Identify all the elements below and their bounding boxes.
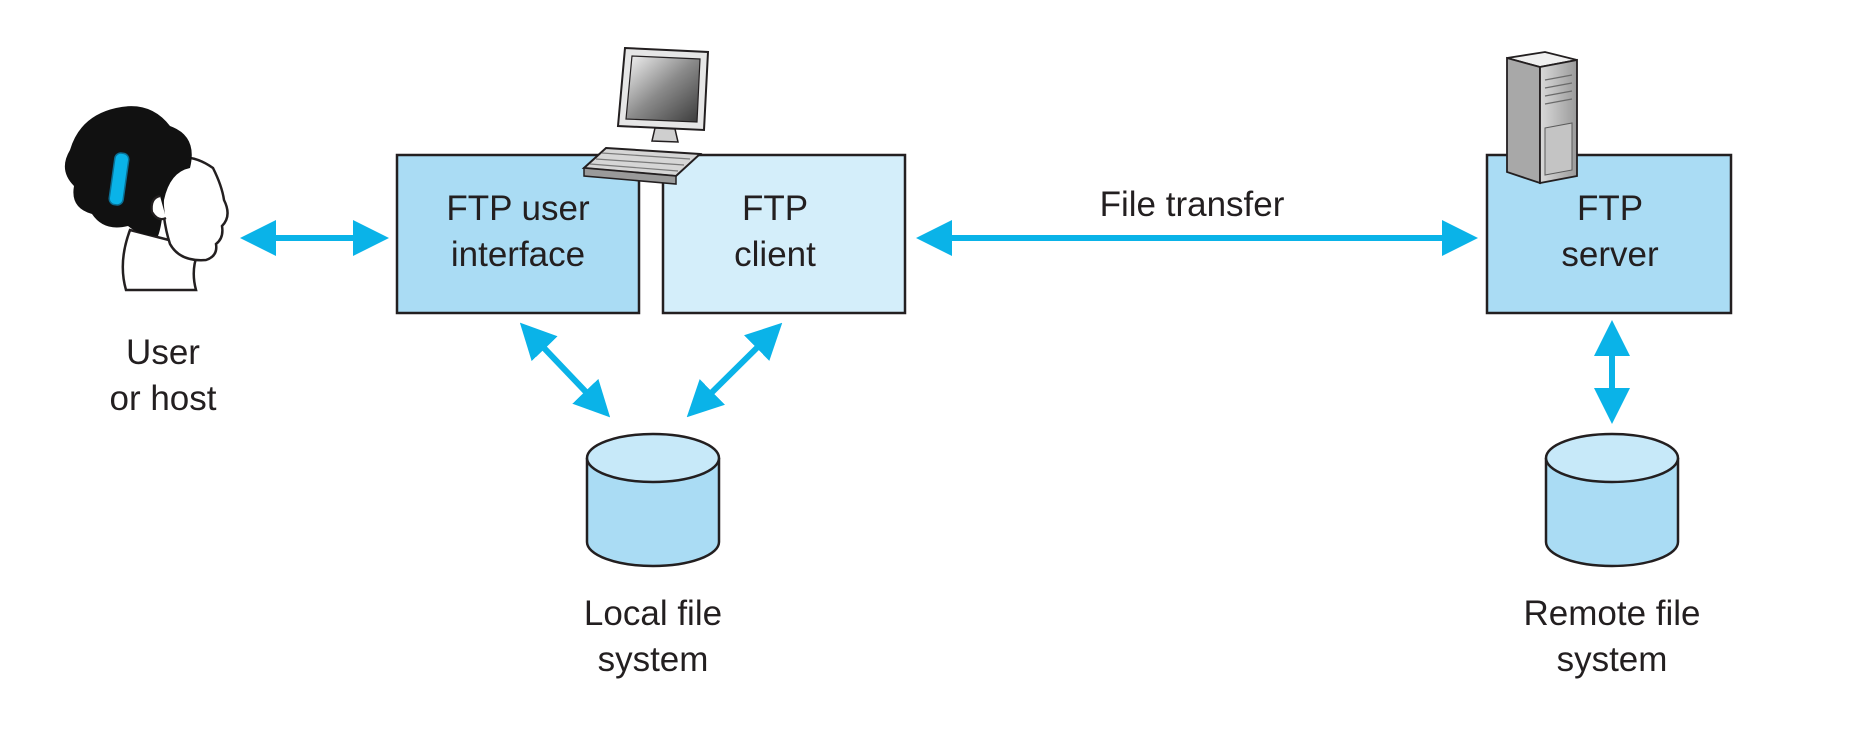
- ftp-server-label-line-2: server: [1561, 235, 1659, 274]
- local-file-system-label-line-1: Local file: [584, 594, 722, 633]
- user-label-line-2: or host: [110, 379, 217, 418]
- computer-monitor-icon: [616, 46, 710, 143]
- ftp-server-box: FTP server: [1485, 153, 1733, 315]
- file-transfer-label: File transfer: [1100, 185, 1285, 224]
- local-file-system-cylinder: Local file system: [584, 432, 722, 679]
- arrow-client-to-local-fs: [686, 322, 783, 418]
- ftp-client-label-line-2: client: [734, 235, 816, 274]
- remote-file-system-label-line-1: Remote file: [1523, 594, 1700, 633]
- ftp-user-interface-label-line-1: FTP user: [446, 189, 590, 228]
- ftp-client-box: FTP client: [661, 153, 907, 315]
- remote-file-system-cylinder: Remote file system: [1523, 432, 1701, 679]
- arrow-interface-to-local-fs: [519, 322, 611, 418]
- remote-file-system-label-line-2: system: [1557, 640, 1668, 679]
- ftp-user-interface-label-line-2: interface: [451, 235, 585, 274]
- person-icon: [64, 106, 229, 292]
- ftp-server-label-line-1: FTP: [1577, 189, 1643, 228]
- server-tower-icon: [1506, 51, 1578, 185]
- local-file-system-label-line-2: system: [598, 640, 709, 679]
- ftp-user-interface-box: FTP user interface: [395, 153, 641, 315]
- user-label-line-1: User: [126, 333, 200, 372]
- keyboard-icon: [581, 146, 703, 185]
- ftp-client-label-line-1: FTP: [742, 189, 808, 228]
